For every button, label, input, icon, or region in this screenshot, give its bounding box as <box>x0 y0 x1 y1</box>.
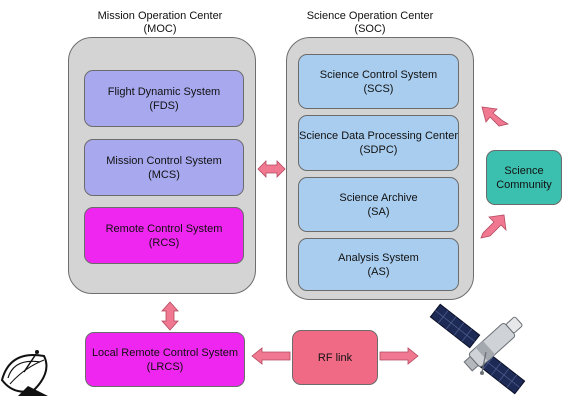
community-line2: Community <box>496 178 552 191</box>
scs-abbr: (SCS) <box>363 82 394 95</box>
sa-box[interactable]: Science Archive (SA) <box>298 177 459 232</box>
satellite-icon <box>429 303 526 395</box>
as-abbr: (AS) <box>367 265 390 278</box>
rf-link-label: RF link <box>317 351 353 364</box>
moc-title-text: Mission Operation Center <box>97 10 223 22</box>
sa-abbr: (SA) <box>367 205 390 218</box>
as-name: Analysis System <box>338 251 419 264</box>
soc-title-abbr: (SOC) <box>354 23 386 35</box>
fds-box[interactable]: Flight Dynamic System (FDS) <box>84 70 244 127</box>
mcs-name: Mission Control System <box>106 154 222 167</box>
soc-title-text: Science Operation Center <box>306 10 434 22</box>
rf-to-satellite-arrow <box>379 347 419 365</box>
soc-to-community-arrow <box>480 214 507 239</box>
sdpc-abbr: (SDPC) <box>359 144 398 156</box>
scs-name: Science Control System <box>319 68 438 81</box>
sdpc-box[interactable]: Science Data Processing Center (SDPC) <box>298 115 459 171</box>
sa-name: Science Archive <box>339 191 418 204</box>
rf-link-box[interactable]: RF link <box>292 330 378 385</box>
rcs-box[interactable]: Remote Control System (RCS) <box>84 207 244 264</box>
science-community-box[interactable]: Science Community <box>486 150 562 205</box>
community-to-soc-arrow <box>481 106 510 127</box>
rf-to-lrcs-arrow <box>251 347 291 365</box>
fds-name: Flight Dynamic System <box>107 85 221 98</box>
mcs-box[interactable]: Mission Control System (MCS) <box>84 139 244 196</box>
sdpc-name: Science Data Processing Center <box>299 130 458 142</box>
rcs-abbr: (RCS) <box>148 236 180 249</box>
moc-lrcs-arrow <box>161 301 179 331</box>
community-line1: Science <box>504 164 544 177</box>
fds-abbr: (FDS) <box>149 99 179 112</box>
soc-title: Science Operation Center (SOC) <box>270 10 470 36</box>
as-box[interactable]: Analysis System (AS) <box>298 238 459 291</box>
moc-soc-arrow <box>257 160 286 178</box>
mcs-abbr: (MCS) <box>148 168 180 181</box>
scs-box[interactable]: Science Control System (SCS) <box>298 54 459 109</box>
moc-title-abbr: (MOC) <box>143 23 177 35</box>
lrcs-name: Local Remote Control System <box>91 346 239 359</box>
lrcs-abbr: (LRCS) <box>146 360 184 373</box>
lrcs-box[interactable]: Local Remote Control System (LRCS) <box>85 332 245 387</box>
rcs-name: Remote Control System <box>105 222 223 235</box>
satellite-dish-icon <box>0 350 48 396</box>
moc-title: Mission Operation Center (MOC) <box>60 10 260 36</box>
